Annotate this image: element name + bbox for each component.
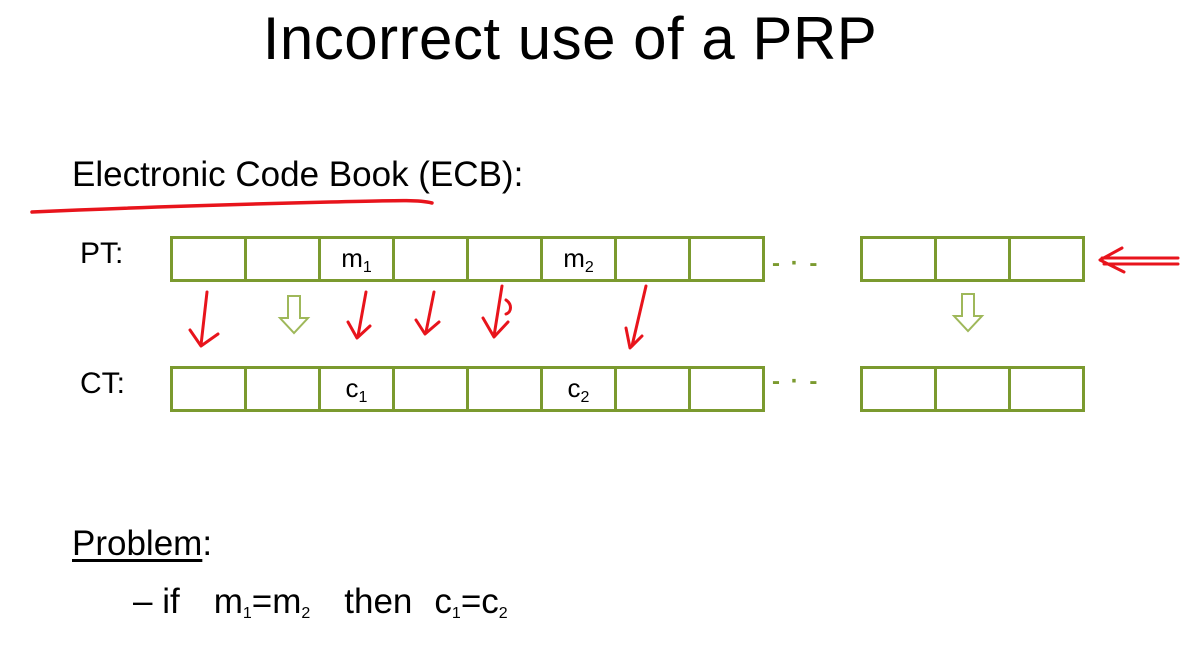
ct-ellipsis: - · - — [772, 368, 820, 395]
pt-block-m1: m1 — [321, 239, 395, 279]
ct-block — [1011, 369, 1082, 409]
ct-block-c1: c1 — [321, 369, 395, 409]
c1-label: c — [345, 373, 359, 403]
equation-c-right-sub: 2 — [498, 605, 508, 622]
m2-label: m — [563, 243, 585, 273]
equation-m-left: m — [213, 582, 243, 621]
red-arrow-stroke-2 — [346, 290, 372, 340]
ct-block — [247, 369, 321, 409]
equation-c-left-sub: 1 — [451, 605, 461, 622]
pt-block — [617, 239, 691, 279]
pt-block — [1011, 239, 1082, 279]
pt-block — [395, 239, 469, 279]
equation-m-right: =m — [251, 582, 302, 621]
c2-label: c — [567, 373, 581, 403]
bullet-then: then — [344, 582, 413, 621]
ct-blocks-right — [860, 366, 1085, 412]
hollow-down-arrow-icon — [951, 293, 985, 333]
ct-blocks-left: c1 c2 — [170, 366, 765, 412]
pt-block — [247, 239, 321, 279]
problem-heading-colon: : — [202, 524, 213, 563]
problem-heading-text: Problem — [72, 524, 203, 563]
ct-block — [691, 369, 762, 409]
equation-m-right-sub: 2 — [301, 605, 311, 622]
pt-block — [173, 239, 247, 279]
ct-block-c2: c2 — [543, 369, 617, 409]
pt-block — [863, 239, 937, 279]
equation-c-left: c — [434, 582, 452, 621]
red-underline-stroke — [30, 198, 434, 214]
m2-subscript: 2 — [584, 259, 594, 276]
equation-c-right: =c — [460, 582, 499, 621]
pt-block — [691, 239, 762, 279]
red-arrow-stroke-1 — [188, 290, 220, 348]
pt-block — [469, 239, 543, 279]
subtitle: Electronic Code Book (ECB): — [72, 155, 524, 194]
bullet-if: if — [162, 582, 180, 621]
problem-heading: Problem: — [72, 524, 212, 564]
hollow-down-arrow-icon — [277, 295, 311, 335]
equation-m-left-sub: 1 — [242, 605, 252, 622]
ct-block — [937, 369, 1011, 409]
pt-label: PT: — [80, 237, 124, 270]
ct-block — [863, 369, 937, 409]
bullet-dash: – — [133, 582, 153, 621]
ct-block — [617, 369, 691, 409]
slide-title: Incorrect use of a PRP — [262, 5, 878, 72]
pt-blocks-right — [860, 236, 1085, 282]
red-arrow-stroke-3 — [414, 290, 441, 336]
m1-label: m — [341, 243, 363, 273]
ct-label: CT: — [80, 367, 125, 400]
red-arrow-stroke-5 — [624, 284, 648, 350]
red-arrow-left-stroke — [1098, 246, 1180, 274]
ct-block — [395, 369, 469, 409]
c2-subscript: 2 — [580, 389, 590, 406]
pt-ellipsis: - · - — [772, 250, 820, 277]
pt-blocks-left: m1 m2 — [170, 236, 765, 282]
c1-subscript: 1 — [358, 389, 368, 406]
red-arrow-stroke-4 — [481, 284, 512, 339]
pt-block — [937, 239, 1011, 279]
pt-block-m2: m2 — [543, 239, 617, 279]
ct-block — [173, 369, 247, 409]
m1-subscript: 1 — [362, 259, 372, 276]
ct-block — [469, 369, 543, 409]
